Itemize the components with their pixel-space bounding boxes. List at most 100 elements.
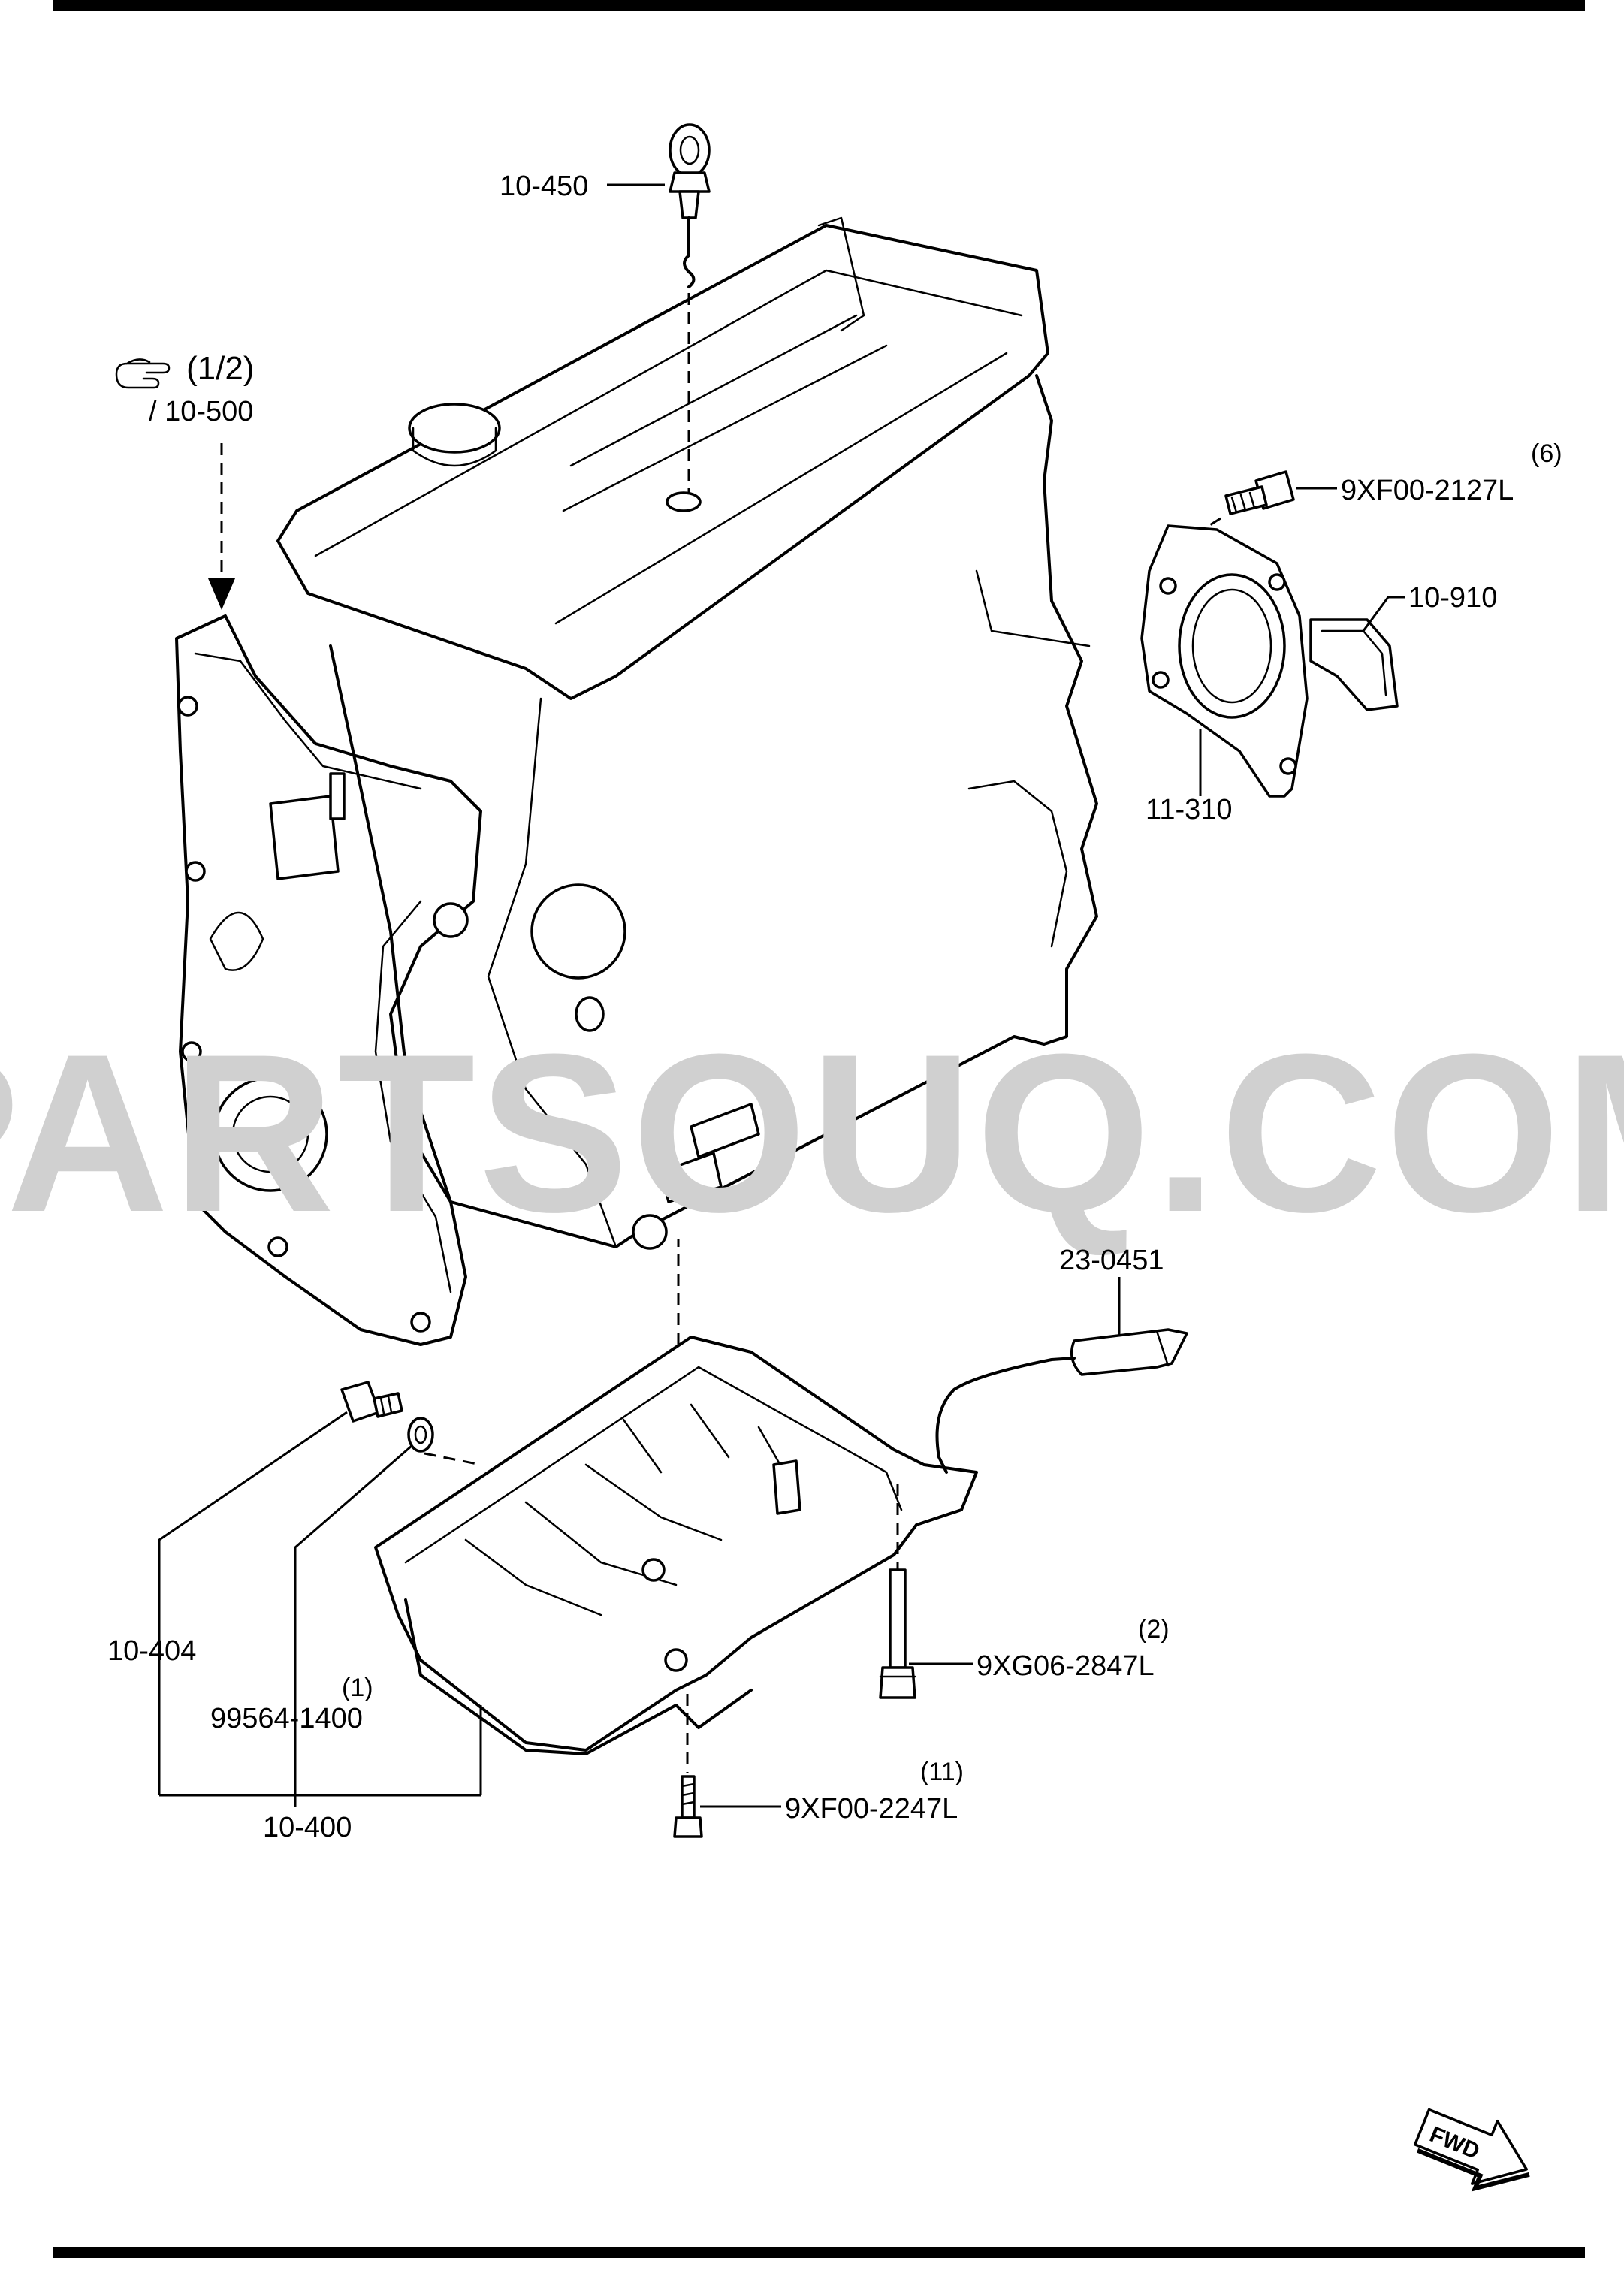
qty-9XF00-2127L: (6) xyxy=(1531,439,1562,468)
label-23-0451[interactable]: 23-0451 xyxy=(1059,1245,1164,1276)
housing-bolt-hole-3 xyxy=(1152,671,1170,689)
oil-pan-assembly[interactable] xyxy=(374,1336,978,1795)
dipstick-blade xyxy=(683,216,696,288)
guide-plug-to-pan xyxy=(424,1452,481,1466)
block-stud-2 xyxy=(660,1152,723,1203)
timing-cover-hole-3 xyxy=(181,1041,202,1062)
leader-10-404 xyxy=(158,1411,348,1795)
cam-cover xyxy=(276,224,1049,700)
leader-10-910 xyxy=(1362,596,1405,632)
fwd-arrow: FWD xyxy=(1414,2108,1530,2192)
oil-filler-cap-rim xyxy=(412,427,497,467)
block-hole xyxy=(575,996,605,1032)
label-9XG06-2847L[interactable]: 9XG06-2847L xyxy=(977,1650,1155,1682)
qty-9XF00-2247L: (11) xyxy=(920,1758,964,1786)
label-9XF00-2247L[interactable]: 9XF00-2247L xyxy=(785,1793,958,1825)
pan-bolt-threads xyxy=(681,1782,696,1806)
dipstick-tube-hole xyxy=(666,491,702,512)
block-front-edge xyxy=(487,697,617,1248)
pan-long-bolt[interactable] xyxy=(879,1568,916,1699)
cam-cover-ridge xyxy=(314,269,1023,557)
fwd-arrow-shadow xyxy=(1416,2148,1530,2192)
rear-seal-housing-group[interactable]: 9XF00-2127L (6) 11-310 10-910 xyxy=(1140,439,1562,826)
timing-cover-hole-2 xyxy=(185,861,206,882)
drain-plug[interactable] xyxy=(340,1381,403,1423)
drain-plug-threads xyxy=(379,1395,393,1415)
label-10-910[interactable]: 10-910 xyxy=(1408,582,1497,614)
front-crank-seal-inner xyxy=(231,1095,309,1173)
block-plug xyxy=(632,1214,668,1250)
dipstick-cap xyxy=(669,171,711,193)
pan-long-bolt-head xyxy=(879,1666,916,1699)
oil-pan-ribs xyxy=(622,1403,790,1481)
rear-oil-seal xyxy=(1309,618,1399,711)
timing-cover xyxy=(175,614,482,1346)
watermark: PARTSOUQ.COM xyxy=(0,1007,1624,1259)
oil-pan-stud xyxy=(772,1459,801,1515)
block-side-detail xyxy=(975,569,1091,647)
housing-bolt-hole-2 xyxy=(1268,573,1286,591)
dipstick[interactable] xyxy=(669,123,711,492)
pan-bolt-head xyxy=(673,1816,703,1838)
oil-pan-baffles xyxy=(464,1463,723,1616)
block-stud-1 xyxy=(690,1103,760,1158)
pan-bolt[interactable] xyxy=(673,1775,703,1838)
label-99564-1400[interactable]: 99564-1400 xyxy=(210,1703,363,1734)
timing-cover-bolt-boss-1 xyxy=(433,902,469,938)
label-10-450[interactable]: 10-450 xyxy=(500,171,588,202)
rear-seal-housing-bore-inner xyxy=(1191,588,1272,704)
oil-pan-flange-inner xyxy=(404,1366,903,1564)
label-10-400[interactable]: 10-400 xyxy=(263,1812,352,1843)
timing-cover-dowel xyxy=(329,772,346,820)
timing-cover-hole-6 xyxy=(395,1071,416,1092)
timing-cover-outline xyxy=(175,614,482,1346)
oil-level-sensor[interactable]: 23-0451 xyxy=(935,1245,1188,1474)
cam-cover-ridge-lower xyxy=(554,352,1008,625)
oil-pan-boss xyxy=(641,1558,666,1582)
oil-level-sensor-cable xyxy=(935,1357,1076,1474)
block-side-detail-2 xyxy=(967,780,1068,948)
reference-pointer[interactable]: (1/2) / 10-500 xyxy=(115,350,254,610)
oil-filler-cap xyxy=(408,403,501,454)
oil-level-sensor-connector-line xyxy=(1155,1330,1170,1367)
leader-99564-1400 xyxy=(294,1444,412,1795)
timing-cover-hole-1 xyxy=(177,696,198,717)
dipstick-ring-inner xyxy=(679,135,700,165)
label-11-310[interactable]: 11-310 xyxy=(1146,794,1233,826)
qty-9XG06-2847L: (2) xyxy=(1138,1615,1170,1644)
rear-oil-seal-lip xyxy=(1321,629,1387,696)
oil-pan-boss-2 xyxy=(664,1648,688,1672)
cam-cover-ribs xyxy=(562,314,888,512)
block-boss xyxy=(530,883,626,980)
timing-cover-hole-5 xyxy=(410,1312,431,1333)
fwd-arrow-shape xyxy=(1414,2108,1528,2185)
hand-pointer-icon xyxy=(115,358,171,389)
oil-pan-flange xyxy=(374,1336,978,1752)
front-crank-seal-bore xyxy=(213,1076,328,1192)
cylinder-block-outline xyxy=(329,374,1098,1248)
timing-cover-mount xyxy=(269,795,340,880)
oil-level-sensor-body xyxy=(1070,1328,1188,1376)
housing-bolt-hole-1 xyxy=(1159,577,1177,595)
timing-cover-rib-side xyxy=(374,900,452,1293)
arrow-down-icon xyxy=(208,578,235,610)
drain-washer[interactable] xyxy=(407,1417,434,1453)
label-10-404[interactable]: 10-404 xyxy=(107,1635,196,1667)
cam-cover-end xyxy=(817,216,865,332)
dipstick-neck xyxy=(678,190,700,219)
housing-bolt-hole-4 xyxy=(1279,757,1297,775)
rear-seal-bolt xyxy=(1224,470,1295,515)
drain-washer-ring xyxy=(407,1417,434,1453)
timing-cover-pocket xyxy=(209,911,264,971)
label-9XF00-2127L[interactable]: 9XF00-2127L xyxy=(1341,475,1514,506)
dipstick-ring-handle xyxy=(669,123,711,177)
oil-pan-sump xyxy=(404,1598,753,1755)
bottom-border-bar xyxy=(53,2247,1585,2258)
timing-cover-hole-4 xyxy=(267,1236,288,1257)
drain-washer-hole xyxy=(414,1425,427,1444)
pan-long-bolt-shank xyxy=(889,1568,907,1669)
top-border-bar xyxy=(53,0,1585,11)
timing-cover-rib-top xyxy=(194,652,422,790)
reference-page: (1/2) xyxy=(186,350,254,387)
